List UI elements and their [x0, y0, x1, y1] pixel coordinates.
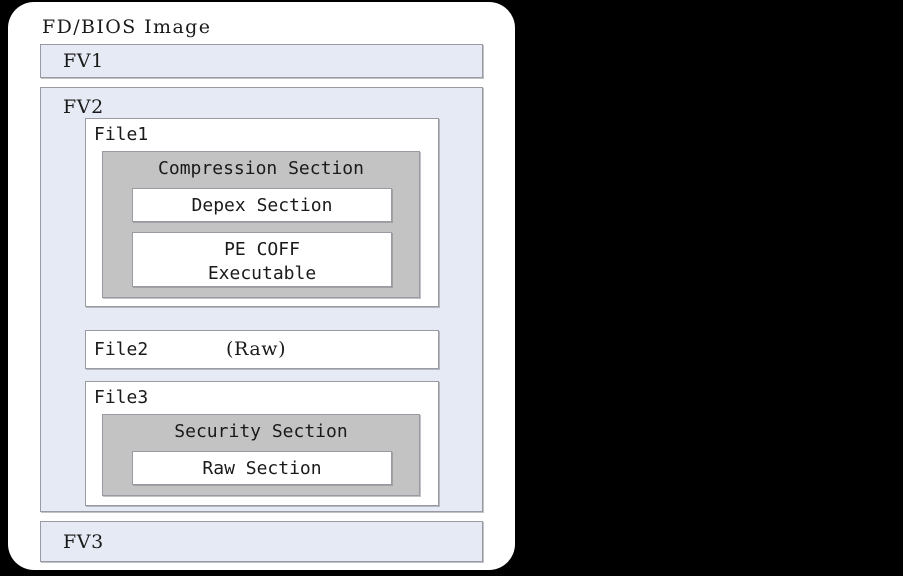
file2-label: File2: [94, 339, 149, 360]
depex-section-label: Depex Section: [191, 195, 333, 216]
fd-bios-image-title: FD/BIOS Image: [42, 16, 212, 38]
file1-box: File1 Compression Section Depex Section …: [85, 118, 439, 307]
fv1-box: FV1: [40, 44, 483, 78]
file3-label: File3: [94, 387, 149, 408]
fv1-label: FV1: [63, 50, 104, 72]
security-section-box: Security Section Raw Section: [102, 414, 420, 496]
fv3-box: FV3: [40, 521, 483, 562]
fv2-label: FV2: [63, 96, 104, 118]
depex-section-box: Depex Section: [132, 188, 392, 222]
file1-label: File1: [94, 124, 149, 145]
file3-box: File3 Security Section Raw Section: [85, 381, 439, 506]
fd-bios-image-card: FD/BIOS Image FV1 FV2 File1 Compression …: [8, 2, 515, 570]
security-section-label: Security Section: [174, 421, 348, 442]
raw-section-label: Raw Section: [202, 458, 322, 479]
file2-note-label: (Raw): [226, 338, 287, 360]
pe-coff-line1-label: PE COFF: [224, 239, 300, 260]
raw-section-box: Raw Section: [132, 451, 392, 485]
fv3-label: FV3: [63, 531, 104, 553]
pe-coff-executable-box: PE COFF Executable: [132, 232, 392, 287]
compression-section-box: Compression Section Depex Section PE COF…: [102, 151, 420, 298]
fv2-box: FV2 File1 Compression Section Depex Sect…: [40, 87, 483, 512]
compression-section-label: Compression Section: [158, 158, 364, 179]
file2-box: File2 (Raw): [85, 330, 439, 369]
pe-coff-line2-label: Executable: [207, 263, 317, 284]
